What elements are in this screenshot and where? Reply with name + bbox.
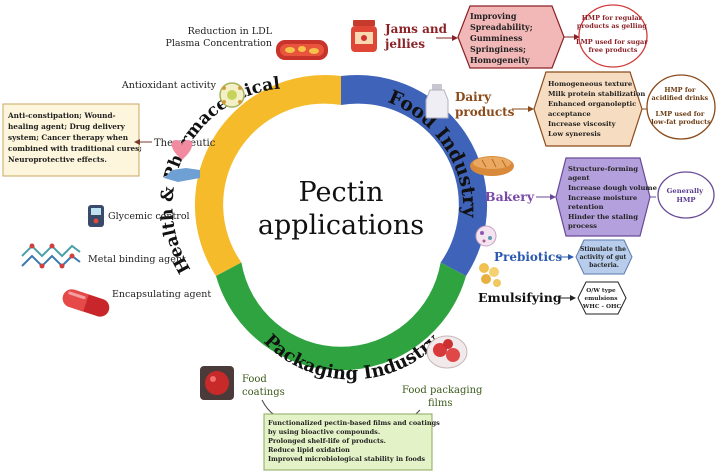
prebiotics-hex-text: Stimulate the activity of gut bacteria. (580, 246, 629, 269)
bakery-arrowhead (550, 194, 556, 200)
packaging-details-box (263, 413, 433, 471)
coatings-label-line2: coatings (242, 387, 285, 398)
prebiotics-hexagon (575, 239, 633, 275)
bread-icon (470, 156, 514, 176)
films-label-line1: Food packaging (402, 385, 483, 396)
packaged-tomato-icon (426, 335, 468, 369)
milk-bottle-icon (425, 84, 449, 119)
antioxidant-icon (219, 82, 245, 108)
bakery-hex-text: Structure-forming agent Increase dough v… (568, 165, 659, 230)
bakery-oval-text: Generally HMP (667, 187, 706, 204)
prebiotics-arrowhead (568, 254, 574, 260)
jam-jar-icon (351, 20, 377, 52)
blood-vessel-icon (276, 40, 328, 60)
jams-oval (578, 4, 648, 68)
capsule-icon (62, 289, 110, 317)
bakery-hexagon (555, 157, 651, 237)
dairy-arrowhead (528, 106, 534, 112)
prebiotics-label: Prebiotics (494, 250, 562, 264)
coatings-label-line1: Food (242, 374, 267, 385)
jams-label-line1: Jams and (384, 22, 448, 36)
jams-arrowhead (452, 35, 458, 41)
emulsifying-arrowhead (570, 295, 576, 301)
emulsifying-hexagon (577, 281, 627, 315)
coated-fruit-icon (200, 366, 234, 400)
heart-hand-icon (164, 140, 200, 182)
beads-icon (479, 263, 501, 287)
dairy-label-line2: products (455, 105, 515, 119)
molecule-icon (21, 243, 81, 269)
glucometer-icon (88, 205, 104, 227)
films-label-line2: films (428, 398, 452, 409)
bakery-oval (657, 171, 715, 219)
jams-hexagon (457, 5, 565, 69)
center-title-line1: Pectin (299, 177, 384, 208)
emulsifying-hex-text: O/W type emulsions WHC - OHC (582, 288, 622, 310)
encapsulating-label: Encapsulating agent (112, 289, 211, 300)
bakery-label: Bakery (485, 189, 535, 204)
packaging-details: Functionalized pectin-based films and co… (268, 419, 442, 463)
emulsifying-label: Emulsifying (478, 290, 562, 305)
therapeutic-arrowhead (134, 139, 140, 145)
ring-segment-health (194, 74, 341, 276)
dairy-label-line1: Dairy (455, 90, 492, 104)
antioxidant-label: Antioxidant activity (121, 80, 217, 91)
jams-label-line2: jellies (384, 37, 425, 51)
metal-binding-label: Metal binding agent (88, 254, 186, 265)
center-title-line2: applications (258, 210, 424, 241)
dairy-hexagon (533, 71, 643, 147)
jams-oval-arrowhead (574, 34, 580, 40)
dairy-oval (646, 74, 716, 140)
bacteria-icon (475, 225, 497, 247)
glycemic-label: Glycemic control (108, 211, 190, 222)
jams-oval-text: HMP for regular products as gelling LMP … (576, 14, 650, 54)
ring-segment-food (341, 74, 488, 276)
dairy-hex-text: Homogeneous texture Milk protein stabili… (548, 80, 648, 138)
therapeutic-details: Anti-constipation; Wound- healing agent;… (7, 111, 145, 164)
ldl-label-line2: Plasma Concentration (165, 38, 272, 49)
ldl-label-line1: Reduction in LDL (188, 26, 273, 37)
dairy-oval-text: HMP for acidified drinks LMP used for lo… (651, 86, 711, 126)
ring-segment-packaging (216, 262, 466, 371)
jams-hex-text: Improving Spreadability; Gumminess Sprin… (470, 11, 535, 65)
ring-center (240, 105, 442, 307)
